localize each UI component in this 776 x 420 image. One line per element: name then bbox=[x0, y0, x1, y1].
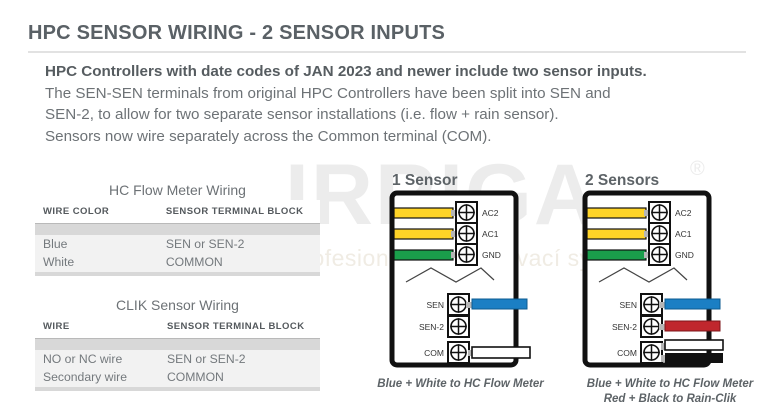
wire-gnd-green bbox=[586, 249, 652, 261]
terminal-label-sen: SEN bbox=[427, 300, 444, 310]
wire-sen-blue bbox=[659, 298, 721, 310]
screw-terminal-sen-icon[interactable] bbox=[447, 293, 470, 316]
title-divider bbox=[28, 51, 746, 53]
wire-ac1-yellow bbox=[586, 228, 652, 240]
wire-ac2-yellow bbox=[393, 207, 459, 219]
intro-lead-line: HPC Controllers with date codes of JAN 2… bbox=[45, 63, 647, 80]
screw-terminal-sen2-icon[interactable] bbox=[640, 315, 663, 338]
watermark-registered-mark: ® bbox=[690, 158, 705, 180]
hc-flow-meter-table-title: HC Flow Meter Wiring bbox=[109, 182, 246, 198]
table-row: Secondary wire COMMON bbox=[35, 368, 320, 391]
screw-terminal-gnd-icon[interactable] bbox=[455, 243, 478, 266]
caption-line: Blue + White to HC Flow Meter bbox=[377, 378, 544, 390]
terminal-label-sen: SEN bbox=[620, 300, 637, 310]
screw-terminal-ac2-icon[interactable] bbox=[648, 201, 671, 224]
one-sensor-caption: Blue + White to HC Flow Meter bbox=[358, 377, 563, 392]
cell-wire: NO or NC wire bbox=[35, 348, 159, 368]
two-sensors-diagram-title: 2 Sensors bbox=[585, 172, 660, 189]
terminal-label-gnd: GND bbox=[482, 250, 501, 260]
screw-terminal-sen-icon[interactable] bbox=[640, 293, 663, 316]
table-top-band bbox=[35, 223, 320, 235]
intro-line-4: Sensors now wire separately across the C… bbox=[45, 127, 492, 145]
cell-terminal-block: COMMON bbox=[157, 253, 320, 276]
two-sensors-caption: Blue + White to HC Flow Meter Red + Blac… bbox=[565, 377, 775, 407]
cell-terminal-block: COMMON bbox=[158, 368, 320, 391]
cell-wire-color: White bbox=[35, 253, 158, 276]
terminal-label-ac1: AC1 bbox=[482, 229, 499, 239]
column-header-terminal-block: SENSOR TERMINAL BLOCK bbox=[157, 200, 320, 224]
terminal-label-com: COM bbox=[617, 348, 637, 358]
table-header-row: WIRE COLOR SENSOR TERMINAL BLOCK bbox=[35, 200, 320, 224]
clik-sensor-table: WIRE SENSOR TERMINAL BLOCK NO or NC wire… bbox=[35, 315, 320, 391]
panel-zigzag-divider bbox=[598, 267, 688, 283]
terminal-label-ac2: AC2 bbox=[675, 208, 692, 218]
screw-terminal-ac2-icon[interactable] bbox=[455, 201, 478, 224]
table-top-band bbox=[35, 338, 320, 350]
caption-line: Red + Black to Rain-Clik bbox=[603, 393, 737, 405]
screw-terminal-ac1-icon[interactable] bbox=[455, 222, 478, 245]
one-sensor-terminal-panel: AC2 AC1 GND SEN SEN-2 COM bbox=[389, 190, 531, 368]
wire-com-white bbox=[661, 339, 724, 351]
table-header-row: WIRE SENSOR TERMINAL BLOCK bbox=[35, 315, 320, 339]
table-row: Blue SEN or SEN-2 bbox=[35, 233, 320, 253]
intro-line-3: SEN-2, to allow for two separate sensor … bbox=[45, 106, 559, 123]
hc-flow-meter-table: WIRE COLOR SENSOR TERMINAL BLOCK Blue SE… bbox=[35, 200, 320, 276]
terminal-label-sen2: SEN-2 bbox=[612, 322, 637, 332]
screw-terminal-gnd-icon[interactable] bbox=[648, 243, 671, 266]
page-title: HPC SENSOR WIRING - 2 SENSOR INPUTS bbox=[28, 22, 446, 44]
cell-wire-color: Blue bbox=[35, 233, 158, 253]
terminal-label-ac1: AC1 bbox=[675, 229, 692, 239]
intro-paragraph: HPC Controllers with date codes of JAN 2… bbox=[45, 61, 745, 147]
terminal-labels: AC2 AC1 GND SEN SEN-2 COM bbox=[612, 208, 694, 358]
screw-terminal-sen2-icon[interactable] bbox=[447, 315, 470, 338]
caption-line: Blue + White to HC Flow Meter bbox=[586, 378, 754, 390]
wire-com-black bbox=[661, 353, 723, 363]
column-header-wire-color: WIRE COLOR bbox=[35, 200, 158, 224]
wire-com-white bbox=[468, 346, 531, 359]
terminal-label-com: COM bbox=[424, 348, 444, 358]
screw-terminal-ac1-icon[interactable] bbox=[648, 222, 671, 245]
cell-terminal-block: SEN or SEN-2 bbox=[157, 233, 320, 253]
table-row: NO or NC wire SEN or SEN-2 bbox=[35, 348, 320, 368]
panel-zigzag-divider bbox=[405, 267, 495, 283]
one-sensor-diagram-title: 1 Sensor bbox=[392, 172, 458, 189]
table-row: White COMMON bbox=[35, 253, 320, 276]
terminal-label-sen2: SEN-2 bbox=[419, 322, 444, 332]
wire-sen2-red bbox=[659, 320, 721, 332]
terminal-labels: AC2 AC1 GND SEN SEN-2 COM bbox=[419, 208, 501, 358]
intro-line-2: The SEN-SEN terminals from original HPC … bbox=[45, 84, 611, 102]
terminal-label-ac2: AC2 bbox=[482, 208, 499, 218]
two-sensors-terminal-panel: AC2 AC1 GND SEN SEN-2 COM bbox=[582, 190, 724, 368]
column-header-wire: WIRE bbox=[35, 315, 159, 339]
wire-gnd-green bbox=[393, 249, 459, 261]
cell-wire: Secondary wire bbox=[35, 368, 159, 391]
clik-sensor-table-title: CLIK Sensor Wiring bbox=[116, 297, 239, 313]
column-header-terminal-block: SENSOR TERMINAL BLOCK bbox=[158, 315, 320, 339]
terminal-label-gnd: GND bbox=[675, 250, 694, 260]
wire-ac2-yellow bbox=[586, 207, 652, 219]
wire-ac1-yellow bbox=[393, 228, 459, 240]
screw-terminal-com-icon[interactable] bbox=[640, 341, 663, 364]
screw-terminal-com-icon[interactable] bbox=[447, 341, 470, 364]
cell-terminal-block: SEN or SEN-2 bbox=[158, 348, 320, 368]
wire-sen-blue bbox=[466, 298, 528, 310]
